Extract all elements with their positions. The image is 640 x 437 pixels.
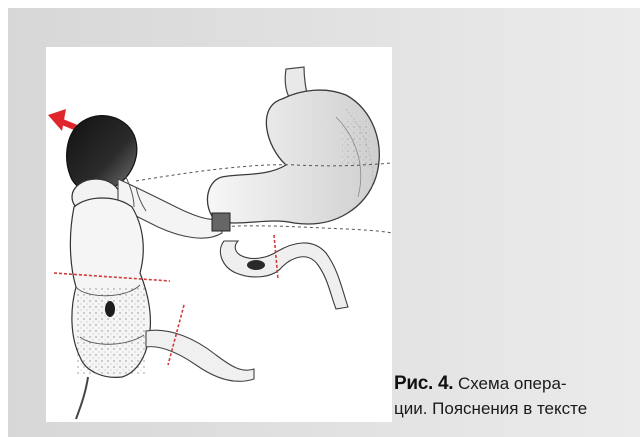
- jejunal-loop: [220, 241, 348, 309]
- caption-text-line1: Схема опера-: [458, 374, 567, 393]
- figure-caption: Рис. 4. Схема опера- ции. Пояснения в те…: [394, 371, 640, 421]
- colon-segment: [70, 198, 150, 377]
- figure-panel: Рис. 4. Схема опера- ции. Пояснения в те…: [8, 8, 640, 437]
- surgical-illustration: [46, 47, 392, 422]
- stomach: [207, 90, 379, 224]
- operation-scheme-drawing: [46, 47, 392, 422]
- caption-text-line2: ции. Пояснения в тексте: [394, 396, 640, 421]
- figure-label: Рис. 4.: [394, 373, 453, 394]
- caption-first-line: Рис. 4. Схема опера-: [394, 371, 640, 396]
